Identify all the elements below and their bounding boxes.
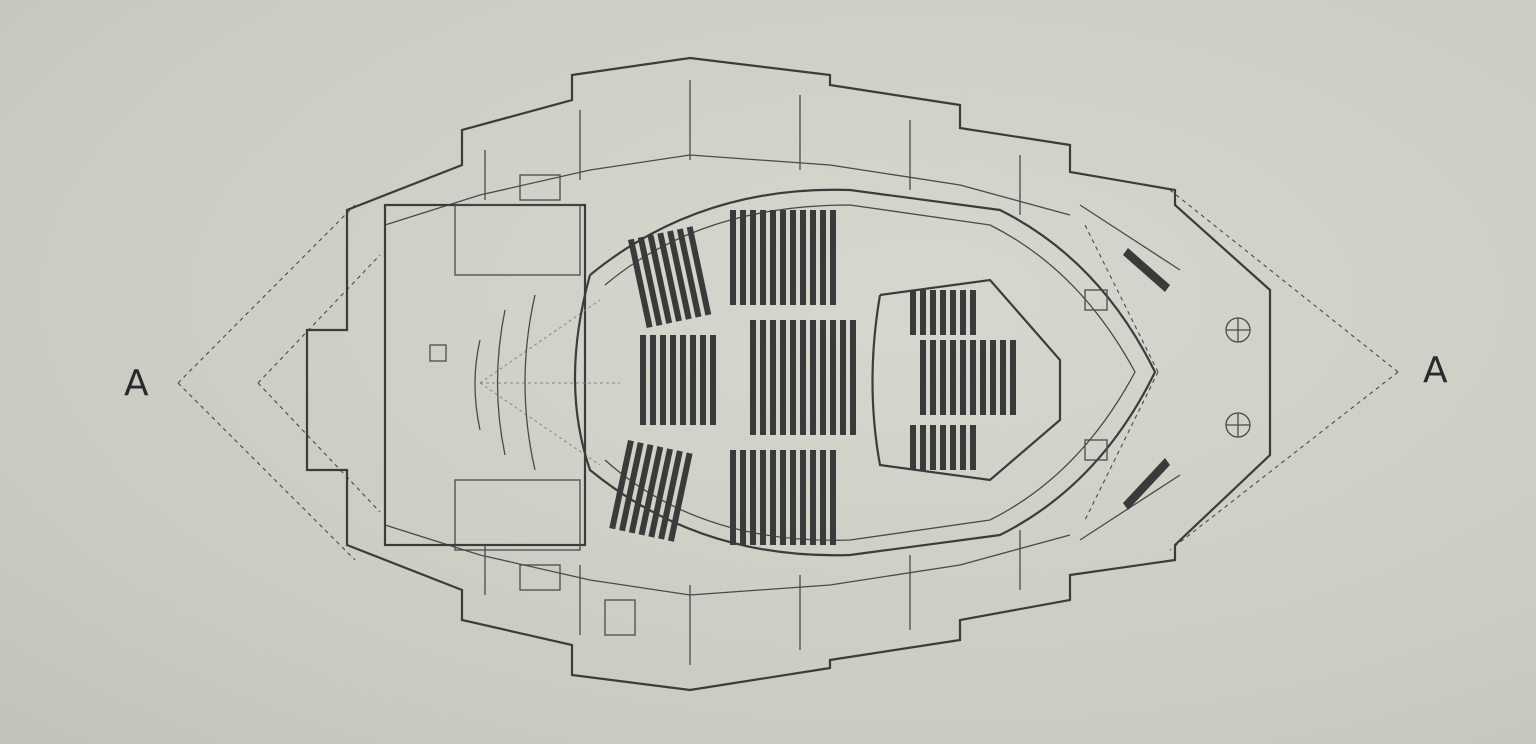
seating-main	[609, 210, 856, 545]
service-rooms	[429, 80, 1108, 665]
section-line-right	[1084, 189, 1399, 551]
outer-wall	[305, 56, 1272, 692]
auditorium-outline	[573, 188, 1157, 557]
seating-rear	[910, 290, 1016, 470]
auditorium-inner-ring	[604, 204, 1136, 541]
stage	[383, 203, 620, 551]
section-line-left	[177, 204, 381, 561]
balcony-outline	[871, 278, 1062, 482]
section-marker-right: A	[1423, 350, 1448, 391]
section-marker-left: A	[124, 363, 149, 404]
foyer	[1079, 204, 1251, 541]
